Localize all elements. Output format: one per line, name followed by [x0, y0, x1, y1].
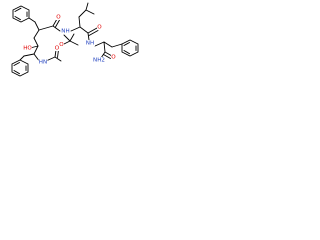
- bond: [85, 2, 89, 11]
- bond-to-nh: [52, 25, 61, 32]
- carbamate-carbonyl-oxygen-label: O: [55, 46, 60, 52]
- carbonyl-bond: [52, 18, 58, 27]
- bond: [103, 41, 106, 53]
- aromatic-bond: [14, 16, 21, 21]
- amide-oxygen-2-label: O: [97, 25, 102, 31]
- carbonyl-bond: [54, 49, 57, 58]
- bond: [79, 26, 89, 34]
- carbonyl-bond: [104, 51, 113, 57]
- bond: [28, 17, 36, 23]
- amide-oxygen-1-label: O: [56, 15, 61, 21]
- bonds: [11, 2, 139, 77]
- tbu-methyl: [69, 40, 79, 46]
- aromatic-bond: [13, 70, 20, 75]
- bond: [111, 43, 123, 48]
- molecule-structure: HO HN O O O NH O NH O NH2: [0, 0, 150, 150]
- aromatic-bond: [123, 42, 130, 46]
- bond: [78, 9, 87, 18]
- carbonyl-double-bond: [88, 30, 99, 36]
- carbonyl-double-bond: [57, 50, 59, 58]
- bond: [54, 56, 62, 62]
- bond: [19, 55, 25, 61]
- carbonyl-double-bond: [55, 19, 60, 28]
- bond: [94, 41, 105, 47]
- terminal-nh2-label: NH2: [93, 58, 105, 64]
- bond: [70, 26, 81, 32]
- bond: [34, 21, 40, 31]
- bond: [78, 16, 81, 28]
- bond: [85, 9, 95, 15]
- benzene-ring-bottom-left: [11, 59, 29, 77]
- tbu-methyl: [63, 34, 71, 42]
- amide-oxygen-3-label: O: [111, 55, 116, 61]
- bond: [33, 37, 39, 47]
- carbonyl-bond: [87, 27, 98, 34]
- aromatic-bond: [123, 50, 130, 55]
- bond: [33, 29, 40, 39]
- amide-nh-1-label: NH: [61, 29, 69, 35]
- benzene-ring-right: [121, 39, 139, 57]
- bond: [23, 53, 35, 57]
- hydroxyl-label: HO: [23, 46, 32, 52]
- aromatic-bond: [13, 62, 20, 66]
- amide-nh-2-label: NH: [86, 41, 94, 47]
- atom-labels: HO HN O O O NH O NH O NH2: [23, 14, 116, 66]
- bond: [33, 45, 39, 55]
- bond-to-nh: [87, 32, 90, 41]
- carbamate-nh-label: HN: [39, 60, 47, 66]
- bond: [103, 41, 113, 48]
- tbu-methyl: [69, 33, 75, 42]
- aromatic-bond: [14, 7, 22, 12]
- carbonyl-double-bond: [103, 54, 111, 59]
- carbamate-ether-oxygen-label: O: [59, 42, 64, 48]
- bond: [38, 25, 54, 31]
- skeletal-formula: HO HN O O O NH O NH O NH2: [11, 2, 139, 77]
